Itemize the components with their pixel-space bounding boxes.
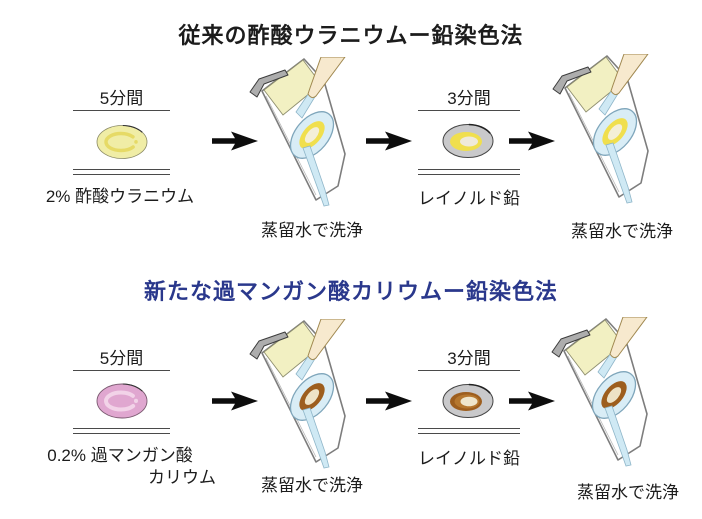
rinse-illustration-icon [551, 317, 648, 467]
stain-bottom-line [418, 169, 520, 175]
stain-top-line [73, 370, 170, 371]
stain-bottom-line [73, 428, 170, 434]
wash-caption: 蒸留水で洗浄 [571, 222, 673, 241]
title-conventional-method: 従来の酢酸ウラニウムー鉛染色法 [178, 23, 524, 48]
stain-bottom-line [73, 169, 170, 175]
title-new-method: 新たな過マンガン酸カリウムー鉛染色法 [143, 279, 558, 304]
reagent-label: 2% 酢酸ウラニウム [45, 187, 195, 206]
rinse-illustration-icon [552, 54, 649, 204]
lead-stain-grid-droplet-icon [442, 123, 494, 159]
duration-label: 5分間 [99, 349, 144, 368]
reagent-label-line2: カリウム [148, 468, 216, 487]
stain-top-line [418, 370, 520, 371]
wash-caption: 蒸留水で洗浄 [261, 221, 363, 240]
arrow-right-icon [366, 131, 412, 151]
reagent-label: レイノルド鉛 [418, 189, 520, 208]
lead-stain-grid-droplet-icon [442, 383, 494, 419]
permanganate-droplet-icon [96, 383, 148, 419]
duration-label: 3分間 [447, 89, 491, 108]
reagent-label: レイノルド鉛 [418, 449, 520, 468]
duration-label: 3分間 [447, 349, 491, 368]
uranyl-acetate-droplet-icon [96, 124, 148, 160]
rinse-illustration-icon [249, 57, 346, 207]
stain-bottom-line [418, 428, 520, 434]
rinse-illustration-icon [249, 319, 346, 469]
wash-caption: 蒸留水で洗浄 [261, 476, 363, 495]
stain-top-line [73, 110, 170, 111]
wash-caption: 蒸留水で洗浄 [577, 483, 679, 502]
stain-top-line [418, 110, 520, 111]
duration-label: 5分間 [99, 89, 144, 108]
reagent-label-line1: 0.2% 過マンガン酸 [47, 446, 193, 465]
arrow-right-icon [366, 391, 412, 411]
